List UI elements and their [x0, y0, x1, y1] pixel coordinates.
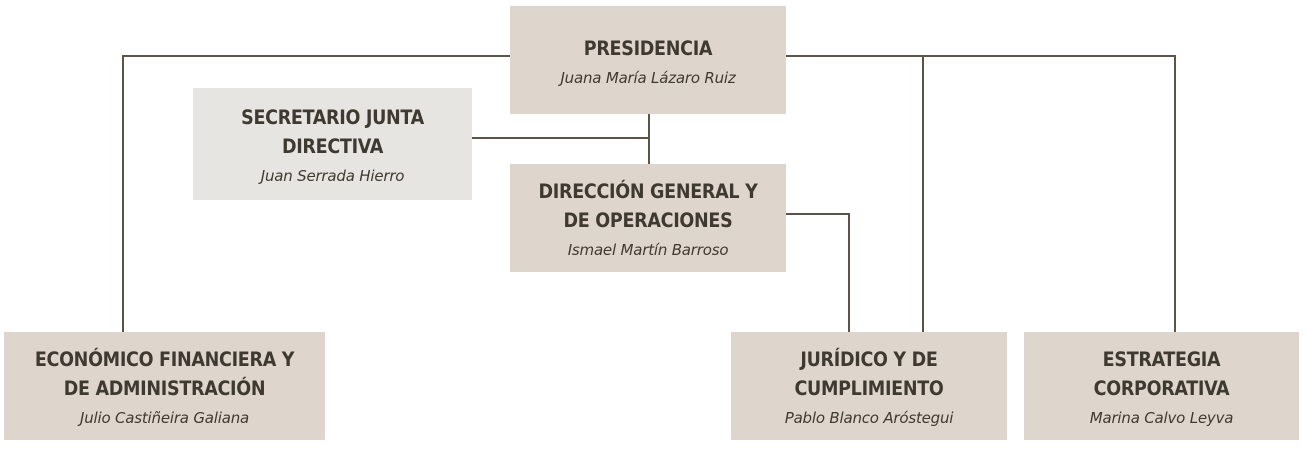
connector-left-vertical [122, 55, 124, 332]
connector-direccion-right [786, 213, 850, 215]
node-person-name: Pablo Blanco Aróstegui [784, 409, 954, 427]
node-person-name: Juana María Lázaro Ruiz [560, 68, 736, 87]
connector-center-vertical [648, 114, 650, 164]
node-person-name: Juan Serrada Hierro [260, 167, 405, 185]
connector-estrategia-vertical [1174, 55, 1176, 332]
connector-secretario [472, 137, 649, 139]
node-person-name: Ismael Martín Barroso [567, 241, 729, 259]
connector-top-right [786, 55, 1176, 57]
connector-direccion-vertical [848, 213, 850, 332]
connector-top-left [122, 55, 511, 57]
node-title: PRESIDENCIA [583, 36, 713, 60]
node-person-name: Marina Calvo Leyva [1089, 409, 1234, 427]
connector-juridico-vertical [922, 55, 924, 332]
node-person-name: Julio Castiñeira Galiana [79, 409, 249, 427]
node-presidencia: PRESIDENCIA Juana María Lázaro Ruiz [510, 6, 786, 114]
